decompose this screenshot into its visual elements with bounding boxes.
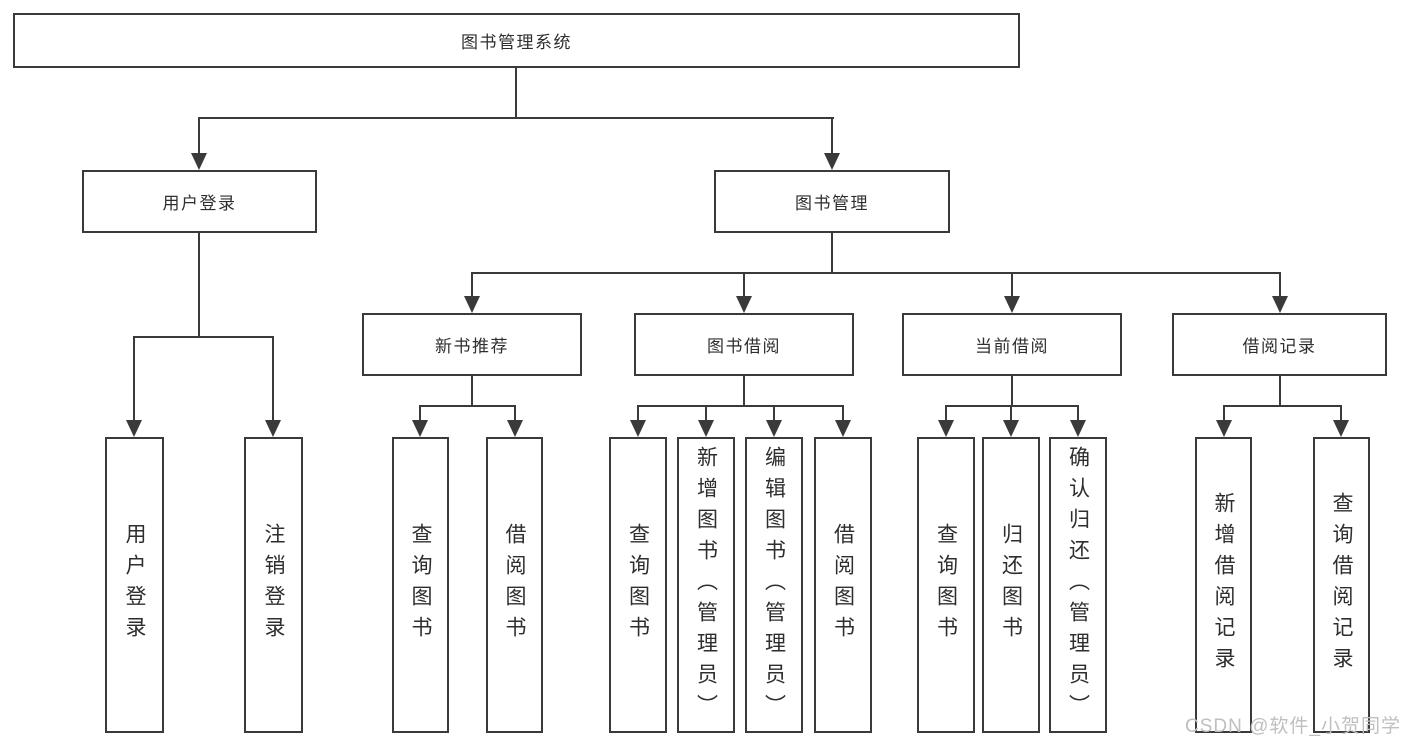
node-book-borrow: 图书借阅: [634, 313, 854, 376]
leaf-return-books: 归还图书: [982, 437, 1040, 733]
connector-group4: [945, 405, 1079, 407]
connector-drop-leaf: [1340, 405, 1342, 420]
connector-root-drop: [515, 68, 517, 118]
node-label: 新书推荐: [435, 337, 509, 356]
connector-drop-leaf: [1077, 405, 1079, 420]
arrow-down-icon: [736, 296, 752, 313]
node-label: 图书管理: [795, 194, 869, 213]
connector-drop-newbook: [471, 272, 473, 297]
node-current-borrow: 当前借阅: [902, 313, 1122, 376]
leaf-logout: 注销登录: [244, 437, 303, 733]
leaf-query-books: 查询图书: [609, 437, 667, 733]
connector-group3: [637, 405, 844, 407]
connector-borrowrecords-drop: [1279, 376, 1281, 406]
connector-level2: [198, 117, 834, 119]
arrow-down-icon: [1070, 420, 1086, 437]
arrow-down-icon: [464, 296, 480, 313]
arrow-down-icon: [698, 420, 714, 437]
node-user-login: 用户登录: [82, 170, 317, 233]
arrow-down-icon: [126, 420, 142, 437]
node-book-management: 图书管理: [714, 170, 950, 233]
connector-currentborrow-drop: [1011, 376, 1013, 406]
connector-newbook-drop: [471, 376, 473, 406]
connector-drop-book-mgmt: [831, 117, 833, 155]
node-label: 图书借阅: [707, 337, 781, 356]
leaf-add-books-admin: 新增图书（管理员）: [677, 437, 735, 733]
connector-drop-leaf: [272, 336, 274, 420]
connector-bookborrow-drop: [743, 376, 745, 406]
connector-bookmgmt-drop: [831, 233, 833, 273]
node-label: 借阅记录: [1242, 337, 1317, 356]
connector-group1: [133, 336, 274, 338]
connector-drop-leaf: [419, 405, 421, 420]
connector-level3: [471, 272, 1281, 274]
connector-drop-leaf: [514, 405, 516, 420]
node-label: 用户登录: [162, 194, 237, 213]
connector-drop-user-login: [198, 117, 200, 155]
leaf-add-borrow-record: 新增借阅记录: [1195, 437, 1252, 733]
leaf-query-books: 查询图书: [917, 437, 975, 733]
node-label: 图书管理系统: [461, 33, 572, 52]
connector-userlogin-drop: [198, 233, 200, 337]
leaf-confirm-return-admin: 确认归还（管理员）: [1049, 437, 1107, 733]
arrow-down-icon: [938, 420, 954, 437]
arrow-down-icon: [507, 420, 523, 437]
arrow-down-icon: [265, 420, 281, 437]
leaf-borrow-books: 借阅图书: [486, 437, 543, 733]
connector-drop-borrowrecords: [1279, 272, 1281, 297]
connector-drop-leaf: [637, 405, 639, 420]
leaf-user-login: 用户登录: [105, 437, 164, 733]
leaf-query-books: 查询图书: [392, 437, 449, 733]
arrow-down-icon: [835, 420, 851, 437]
arrow-down-icon: [1003, 420, 1019, 437]
connector-group5: [1223, 405, 1342, 407]
arrow-down-icon: [766, 420, 782, 437]
node-borrow-records: 借阅记录: [1172, 313, 1387, 376]
arrow-down-icon: [412, 420, 428, 437]
arrow-down-icon: [1216, 420, 1232, 437]
connector-drop-leaf: [1010, 405, 1012, 420]
connector-drop-leaf: [133, 336, 135, 420]
arrow-down-icon: [1004, 296, 1020, 313]
connector-drop-currentborrow: [1011, 272, 1013, 297]
arrow-down-icon: [630, 420, 646, 437]
connector-drop-bookborrow: [743, 272, 745, 297]
connector-drop-leaf: [773, 405, 775, 420]
leaf-query-borrow-record: 查询借阅记录: [1313, 437, 1370, 733]
connector-drop-leaf: [842, 405, 844, 420]
arrow-down-icon: [1272, 296, 1288, 313]
arrow-down-icon: [1333, 420, 1349, 437]
connector-drop-leaf: [945, 405, 947, 420]
node-new-book-recommend: 新书推荐: [362, 313, 582, 376]
connector-drop-leaf: [705, 405, 707, 420]
connector-drop-leaf: [1223, 405, 1225, 420]
arrow-down-icon: [191, 153, 207, 170]
leaf-edit-books-admin: 编辑图书（管理员）: [745, 437, 803, 733]
connector-group2: [419, 405, 516, 407]
node-library-system: 图书管理系统: [13, 13, 1020, 68]
csdn-watermark: CSDN @软件_小贺同学: [1185, 716, 1401, 737]
node-label: 当前借阅: [975, 337, 1049, 356]
arrow-down-icon: [824, 153, 840, 170]
leaf-borrow-books: 借阅图书: [814, 437, 872, 733]
